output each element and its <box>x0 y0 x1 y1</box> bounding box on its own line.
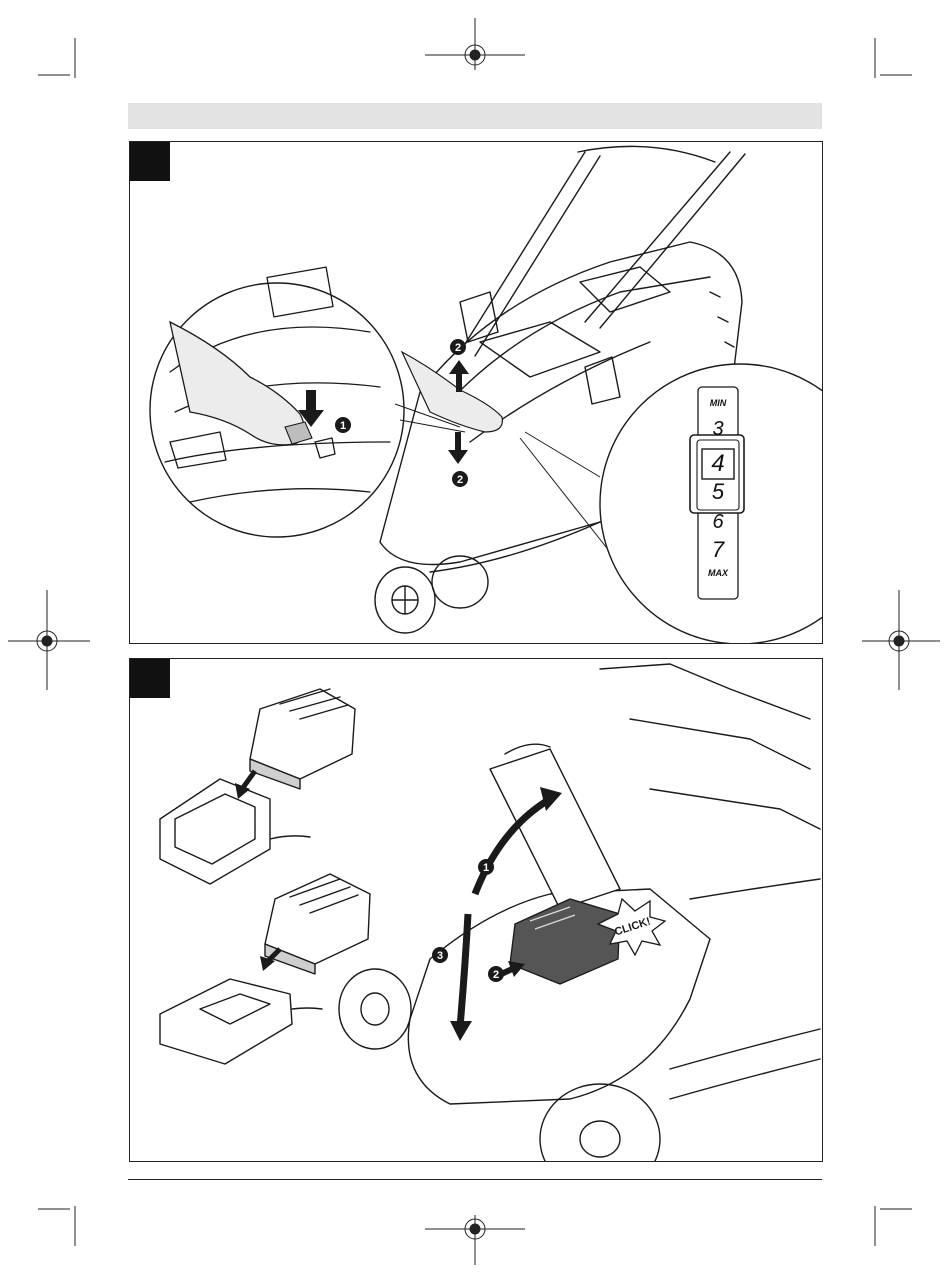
dial-number-7: 7 <box>700 538 736 562</box>
svg-text:3: 3 <box>437 950 443 962</box>
dial-max-label: MAX <box>700 568 736 578</box>
step-marker-1: 1 <box>334 416 352 439</box>
step-marker-2-down: 2 <box>451 470 469 493</box>
step-marker-1: 1 <box>477 858 495 881</box>
dial-min-label: MIN <box>700 398 736 408</box>
svg-text:1: 1 <box>340 420 346 432</box>
svg-text:1: 1 <box>483 862 489 874</box>
svg-text:2: 2 <box>457 474 463 486</box>
header-band <box>128 103 822 129</box>
footer-rule <box>128 1179 822 1180</box>
dial-number-5: 5 <box>700 480 736 504</box>
dial-number-3: 3 <box>700 419 736 439</box>
figure-panel-a: 1 2 2 MIN 3 4 5 6 7 MAX <box>129 141 823 644</box>
step-marker-3: 3 <box>431 946 449 969</box>
svg-text:2: 2 <box>493 969 499 981</box>
figure-panel-b: 1 2 3 CLICK! <box>129 658 823 1162</box>
dial-number-4: 4 <box>702 450 734 478</box>
step-marker-2-up: 2 <box>449 338 467 361</box>
dial-number-6: 6 <box>700 512 736 532</box>
step-marker-2: 2 <box>487 965 505 988</box>
svg-text:2: 2 <box>455 342 461 354</box>
illustration-battery-insertion <box>130 659 822 1161</box>
